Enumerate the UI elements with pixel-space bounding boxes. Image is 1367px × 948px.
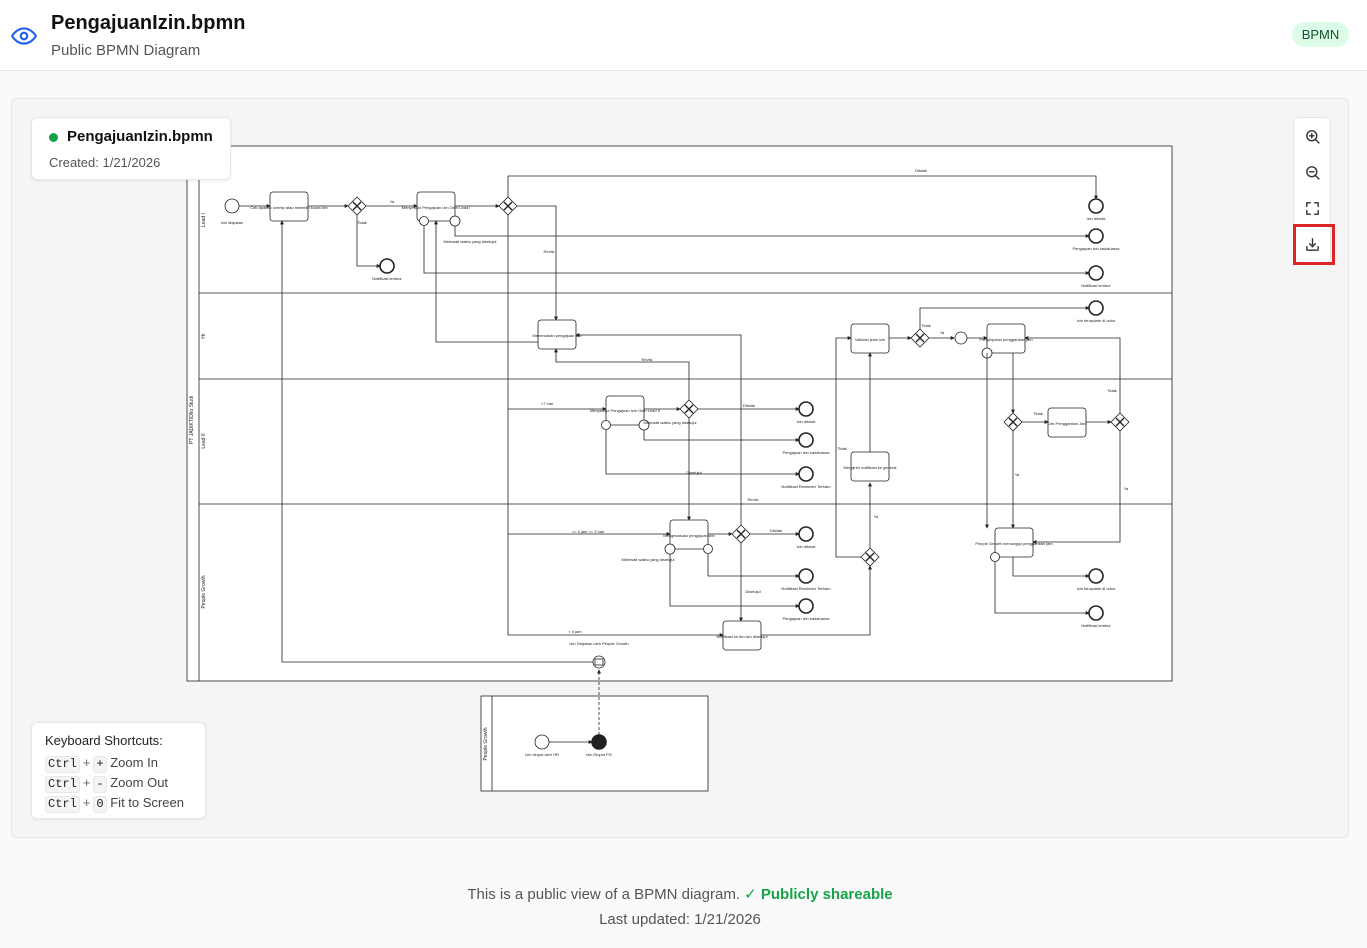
flow-label: Ditolak — [770, 528, 782, 533]
plus-sign: + — [83, 795, 91, 810]
flow-label: Disetujui — [686, 470, 701, 475]
plus-sign: + — [83, 755, 91, 770]
task-label: Cek Penggantian Jam — [1047, 421, 1087, 426]
shortcut-label: Zoom Out — [110, 775, 168, 790]
pool — [187, 146, 1172, 681]
fit-screen-icon — [1304, 200, 1321, 217]
lane-label-4: People Growth — [201, 575, 207, 608]
event-label: Izin terupdate di odoo — [1077, 586, 1116, 591]
pool2-label: People Growth — [483, 727, 489, 760]
start-event-pg — [535, 735, 549, 749]
lane-label-1: Lead I — [201, 213, 207, 227]
event-label: Izin terupdate di odoo — [1077, 318, 1116, 323]
event-label: Izin Diajukan oleh People Growth — [569, 641, 628, 646]
shareable-label: ✓ Publicly shareable — [744, 886, 892, 903]
flow-label: Tidak — [1033, 411, 1043, 416]
event-label: Izin ditolak — [797, 419, 816, 424]
flow-label: Tidak — [921, 323, 931, 328]
footer-note: This is a public view of a BPMN diagram.… — [0, 885, 1360, 903]
start-event — [225, 199, 239, 213]
pool-label: PT JADIKTIDIlo Studi — [189, 396, 195, 444]
task-label: Penginputan penggantian jam — [979, 337, 1033, 342]
end-event-pg — [592, 735, 606, 749]
flow-label: Tidak — [837, 446, 847, 451]
zoom-in-icon — [1304, 128, 1321, 145]
task-label: Meneruskan pengajuan izin — [533, 333, 582, 338]
event-label: Izin Dinput PG — [586, 752, 612, 757]
flow-label: < 4 jam — [568, 629, 582, 634]
event-label: Izin ditolak — [1087, 216, 1106, 221]
plus-sign: + — [83, 775, 91, 790]
zoom-in-button[interactable] — [1294, 118, 1330, 154]
flow-label: >7 hari — [541, 401, 553, 406]
event-label: Pengajuan izin kadaluarsa — [783, 616, 831, 621]
key-minus: - — [93, 776, 106, 793]
flow-label: Ya — [940, 330, 945, 335]
key-ctrl: Ctrl — [45, 796, 80, 813]
flow-label: Melewati waktu yang disetujui — [622, 557, 675, 562]
event-label: Pengajuan izin kadaluarsa — [1073, 246, 1121, 251]
task-label: Validasi jenis izin — [855, 337, 885, 342]
event-label: Notifikasi Reminder Terbaru — [781, 484, 830, 489]
task-label: Notifikasi ke tim izin disetujui — [717, 634, 768, 639]
last-updated: Last updated: 1/21/2026 — [0, 911, 1360, 928]
flow-label: Ya — [390, 199, 395, 204]
event-label: Izin dinput oleh HR — [525, 752, 559, 757]
fit-screen-button[interactable] — [1294, 190, 1330, 226]
lane-label-3: Lead II — [201, 433, 207, 448]
shortcuts-title: Keyboard Shortcuts: — [45, 733, 163, 748]
flow-label: Melewati waktu yang disetujui — [644, 420, 697, 425]
flow-label: Tidak — [357, 220, 367, 225]
key-ctrl: Ctrl — [45, 756, 80, 773]
flow-label: Revisi — [748, 497, 759, 502]
lane-label-2: Hr — [201, 333, 207, 339]
flow-label: Disetujui — [745, 589, 760, 594]
status-dot — [49, 133, 58, 142]
event-label: Izin ditolak — [797, 544, 816, 549]
flow-label: Ya — [1015, 472, 1020, 477]
key-plus: + — [93, 756, 106, 773]
flow-label: >= 4 jam <= 2 hari — [572, 529, 605, 534]
task-label: People Growth menunggu penggantian jam — [975, 541, 1053, 546]
event-label: Izin diajukan — [221, 220, 243, 225]
keyboard-shortcuts-panel: Keyboard Shortcuts: Ctrl++ Zoom In Ctrl+… — [31, 722, 206, 819]
flow-label: Revisi — [544, 249, 555, 254]
flow-label: Ya — [1124, 486, 1129, 491]
file-name: PengajuanIzin.bpmn — [67, 128, 213, 145]
footer-text: This is a public view of a BPMN diagram. — [467, 886, 740, 903]
flow-label: Ditolak — [743, 403, 755, 408]
flow-label: Ditolak — [915, 168, 927, 173]
zoom-out-icon — [1304, 164, 1321, 181]
shortcut-zoom-out: Ctrl+- Zoom Out — [45, 775, 168, 793]
shortcut-label: Zoom In — [110, 755, 158, 770]
end-notifikasi-lembur — [380, 259, 394, 273]
task-label: Mengevaluasi pengajuan izin — [663, 533, 715, 538]
flow-label: Melewati waktu yang disetujui — [444, 239, 497, 244]
task-label: Menyetujui Pengajuan Izin Oleh Lead I — [402, 205, 471, 210]
task-label: Menyetujui Pengajuan Izin Oleh Lead II — [590, 408, 660, 413]
key-ctrl: Ctrl — [45, 776, 80, 793]
flow-label: Tidak — [1107, 388, 1117, 393]
key-zero: 0 — [93, 796, 106, 813]
shortcut-label: Fit to Screen — [110, 795, 184, 810]
flow-label: Ya — [874, 514, 879, 519]
task-label: Mengirim notifikasi ke general — [844, 465, 897, 470]
shortcut-fit: Ctrl+0 Fit to Screen — [45, 795, 184, 813]
event-label: Notifikasi lembur — [1081, 623, 1111, 628]
event-label: Notifikasi Reminder Terbaru — [781, 586, 830, 591]
file-info-card: PengajuanIzin.bpmn Created: 1/21/2026 — [31, 117, 231, 180]
flow-label: Revisi — [642, 357, 653, 362]
file-created-date: Created: 1/21/2026 — [49, 155, 160, 170]
event-label: Pengajuan izin kadaluarsa — [783, 450, 831, 455]
task-label: Cek apakah overtip atau melebihi kuota i… — [250, 205, 327, 210]
download-highlight — [1293, 224, 1335, 265]
shortcut-zoom-in: Ctrl++ Zoom In — [45, 755, 158, 773]
event-label: Notifikasi lembur — [1081, 283, 1111, 288]
event-label: Notifikasi lembur — [372, 276, 402, 281]
zoom-out-button[interactable] — [1294, 154, 1330, 190]
